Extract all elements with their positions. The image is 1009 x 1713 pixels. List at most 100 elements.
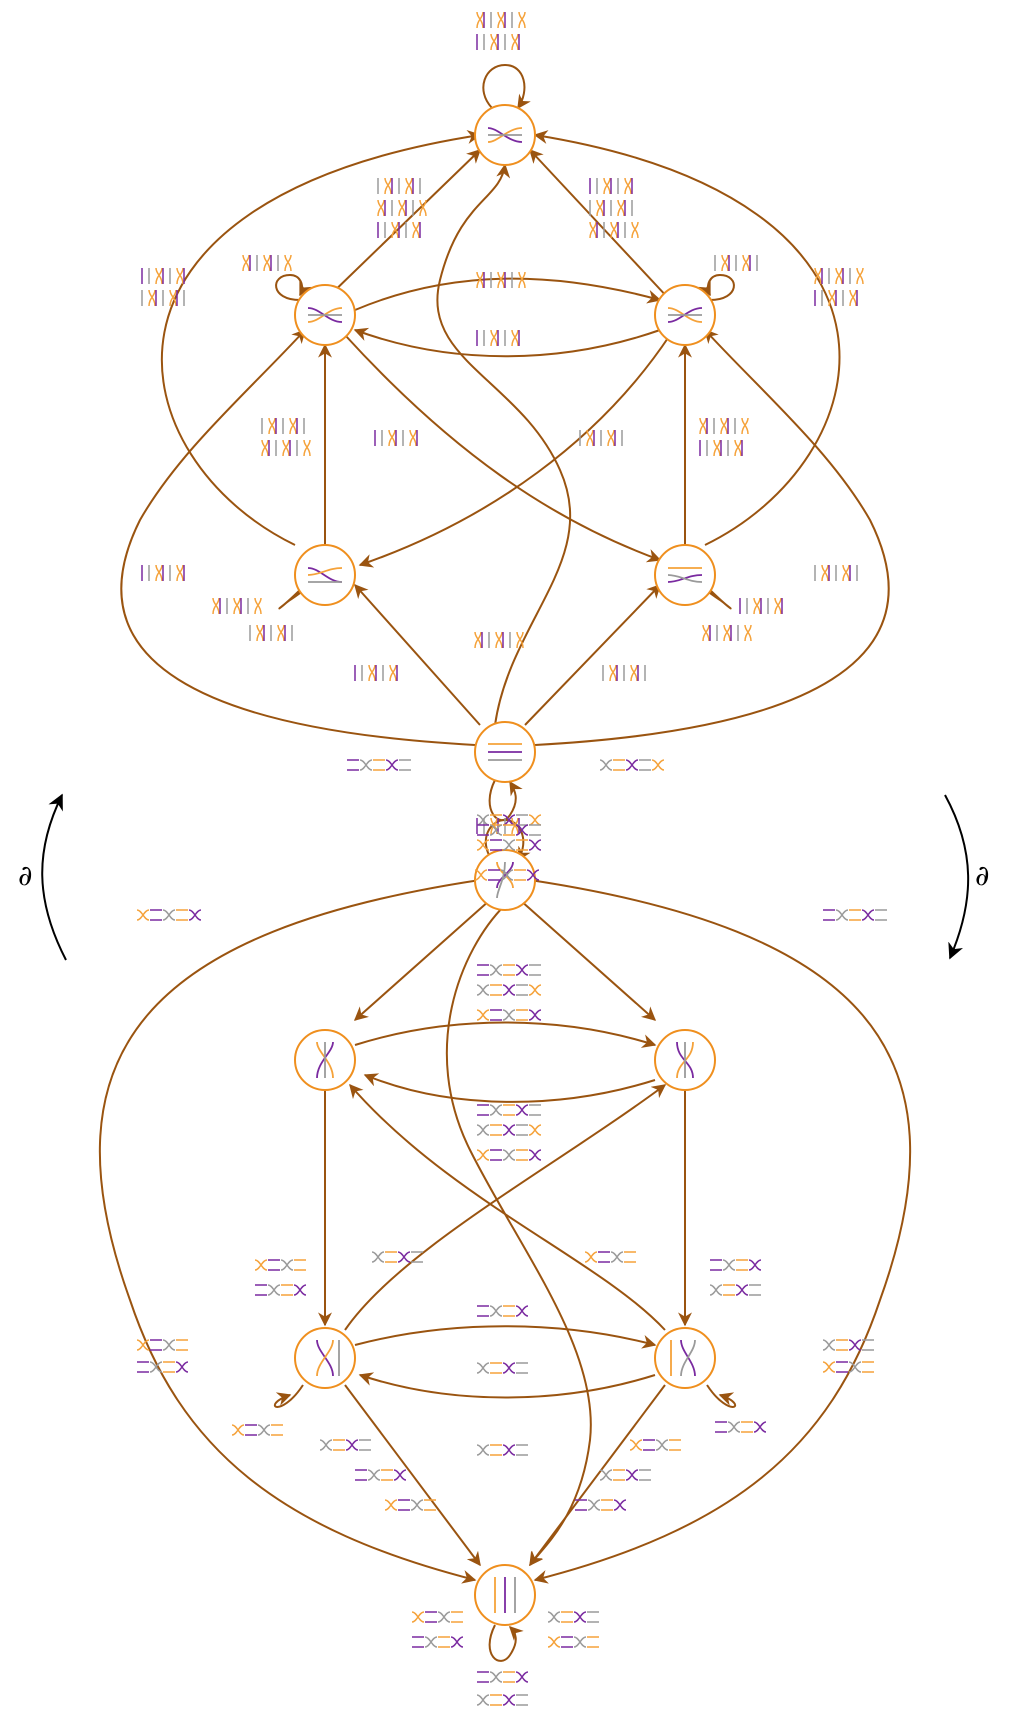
- pictogram-strands: [141, 289, 185, 307]
- edge-midright-outer-top: [533, 130, 841, 546]
- pictogram-strands: [579, 429, 623, 447]
- edge-bottom-center-top: [436, 163, 572, 726]
- pictogram-strands: [477, 1104, 541, 1116]
- pictogram-strands: [377, 221, 421, 239]
- pictogram-strands: [141, 564, 185, 582]
- lower-node-glyphs: [316, 861, 696, 1613]
- glyph-l-right: [676, 1041, 694, 1079]
- pictogram-strands: [261, 417, 305, 435]
- glyph-l-bottom: [494, 1577, 516, 1613]
- node-u-midright: [654, 544, 716, 606]
- glyph-u-top: [487, 127, 523, 143]
- pictogram-strands: [629, 1439, 681, 1451]
- pictogram-strands: [476, 1694, 528, 1706]
- pictogram-strands: [739, 597, 783, 615]
- edge-l-right-to-left: [363, 1073, 656, 1103]
- pictogram-strands: [602, 664, 646, 682]
- glyph-u-midleft: [307, 567, 343, 583]
- glyph-l-left: [316, 1041, 334, 1079]
- pictogram-strands: [476, 271, 526, 289]
- upper-edges: [120, 63, 890, 822]
- pictogram-strands: [476, 1444, 528, 1456]
- pictogram-strands: [377, 199, 427, 217]
- pictogram-strands: [715, 1421, 767, 1433]
- boundary-arrows: [41, 793, 970, 961]
- pictogram-strands: [589, 221, 639, 239]
- pictogram-strands: [823, 909, 887, 921]
- edge-right-to-top: [529, 148, 671, 301]
- pictogram-strands: [714, 254, 758, 272]
- edge-midleft-outer-top: [160, 130, 482, 546]
- pictogram-strands: [254, 1259, 306, 1271]
- pictogram-strands: [477, 1671, 529, 1683]
- edge-left-to-midright: [344, 334, 662, 563]
- pictogram-strands: [476, 1362, 528, 1374]
- pictogram-strands: [589, 199, 633, 217]
- pictogram-strands: [347, 759, 411, 771]
- loop-top: [482, 63, 531, 110]
- pictogram-strands: [261, 439, 311, 457]
- boundary-label-left: ∂: [18, 859, 32, 892]
- edge-l-midleft-to-bottom: [344, 1384, 481, 1567]
- pictogram-strands: [384, 1499, 436, 1511]
- pictogram-strands: [822, 1361, 874, 1373]
- pictogram-strands: [814, 289, 858, 307]
- edge-l-midright-to-midleft: [358, 1372, 656, 1399]
- pictogram-strands: [255, 1284, 307, 1296]
- pictogram-strands: [710, 1259, 762, 1271]
- pictogram-strands: [584, 1251, 636, 1263]
- pictogram-strands: [476, 1124, 542, 1136]
- lower-edges: [98, 818, 912, 1662]
- pictogram-strands: [477, 964, 541, 976]
- pictogram-strands: [374, 429, 418, 447]
- node-l-midright: [654, 1327, 716, 1389]
- pictogram-strands: [371, 1251, 423, 1263]
- edge-l-midright-to-bottom: [529, 1384, 666, 1567]
- pictogram-strands: [319, 1439, 371, 1451]
- pictogram-strands: [822, 1339, 874, 1351]
- glyph-l-midleft: [316, 1339, 340, 1377]
- pictogram-strands: [412, 1636, 464, 1648]
- pictogram-strands: [476, 1149, 542, 1161]
- edge-bottom-outer-left: [120, 328, 476, 746]
- loop-left: [275, 273, 312, 301]
- pictogram-strands: [599, 1469, 651, 1481]
- edge-l-midright-to-left: [349, 1083, 666, 1331]
- pictogram-strands: [702, 624, 752, 642]
- pictogram-strands: [589, 177, 633, 195]
- pictogram-strands: [411, 1611, 463, 1623]
- pictogram-strands: [814, 564, 858, 582]
- pictogram-strands: [476, 1009, 542, 1021]
- pictogram-strands: [355, 1469, 407, 1481]
- pictogram-strands: [141, 267, 185, 285]
- glyph-u-bottom: [488, 743, 522, 761]
- pictogram-strands: [699, 417, 749, 435]
- glyph-l-top: [496, 861, 514, 899]
- pictogram-strands: [477, 1305, 529, 1317]
- pictogram-strands: [249, 624, 293, 642]
- edge-l-midleft-to-midright: [354, 1325, 657, 1349]
- edge-l-top-outer-right: [529, 879, 912, 1584]
- edge-l-top-center-bottom: [445, 904, 592, 1567]
- pictogram-strands: [242, 254, 292, 272]
- pictogram-strands: [377, 177, 421, 195]
- pictogram-strands: [699, 439, 743, 457]
- pictogram-strands: [477, 824, 541, 836]
- boundary-arrow-left-curve: [41, 793, 67, 961]
- loop-right: [698, 273, 735, 301]
- edge-l-left-to-right: [354, 1021, 657, 1048]
- glyph-u-right: [667, 307, 703, 323]
- glyph-u-left: [307, 307, 343, 323]
- pictogram-strands: [547, 1611, 599, 1623]
- pictogram-strands: [476, 329, 520, 347]
- loop-l-midleft: [273, 1384, 304, 1408]
- pictogram-strands: [547, 1636, 599, 1648]
- upper-nodes: [294, 104, 716, 783]
- pictogram-strands: [231, 1424, 283, 1436]
- boundary-arrow-right-curve: [944, 794, 970, 960]
- pictogram-strands: [575, 1499, 627, 1511]
- edge-l-top-to-left: [353, 899, 491, 1021]
- pictogram-strands: [599, 759, 665, 771]
- pictogram-strands: [474, 869, 540, 881]
